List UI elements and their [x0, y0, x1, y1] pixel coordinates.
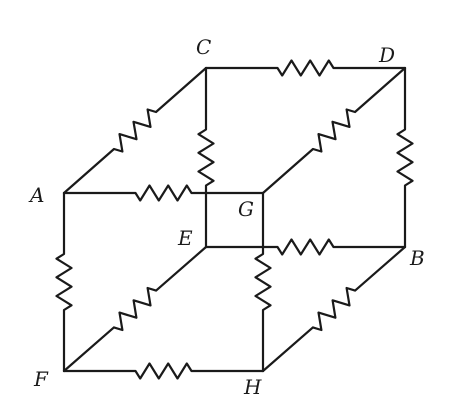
resistor-a-f	[55, 191, 73, 373]
node-label-h: H	[243, 375, 262, 399]
node-label-f: F	[33, 367, 49, 391]
resistor-f-h	[62, 362, 265, 380]
node-label-a: A	[28, 183, 44, 207]
node-label-d: D	[378, 43, 395, 67]
resistor-a-c	[62, 66, 208, 195]
resistor-d-g	[261, 66, 407, 195]
circuit-wires	[55, 59, 414, 380]
resistor-a-g	[62, 184, 265, 202]
resistor-g-h	[254, 191, 272, 373]
node-label-c: C	[196, 35, 211, 59]
node-label-g: G	[238, 197, 254, 221]
resistor-h-b	[261, 245, 407, 373]
node-label-b: B	[409, 246, 425, 270]
node-labels: A B C D E F G H	[28, 35, 425, 399]
resistor-d-b	[396, 66, 414, 249]
resistor-c-e	[197, 66, 215, 249]
resistor-f-e	[62, 245, 208, 373]
resistor-c-d	[204, 59, 407, 77]
node-label-e: E	[177, 226, 193, 250]
resistor-e-b	[204, 238, 407, 256]
